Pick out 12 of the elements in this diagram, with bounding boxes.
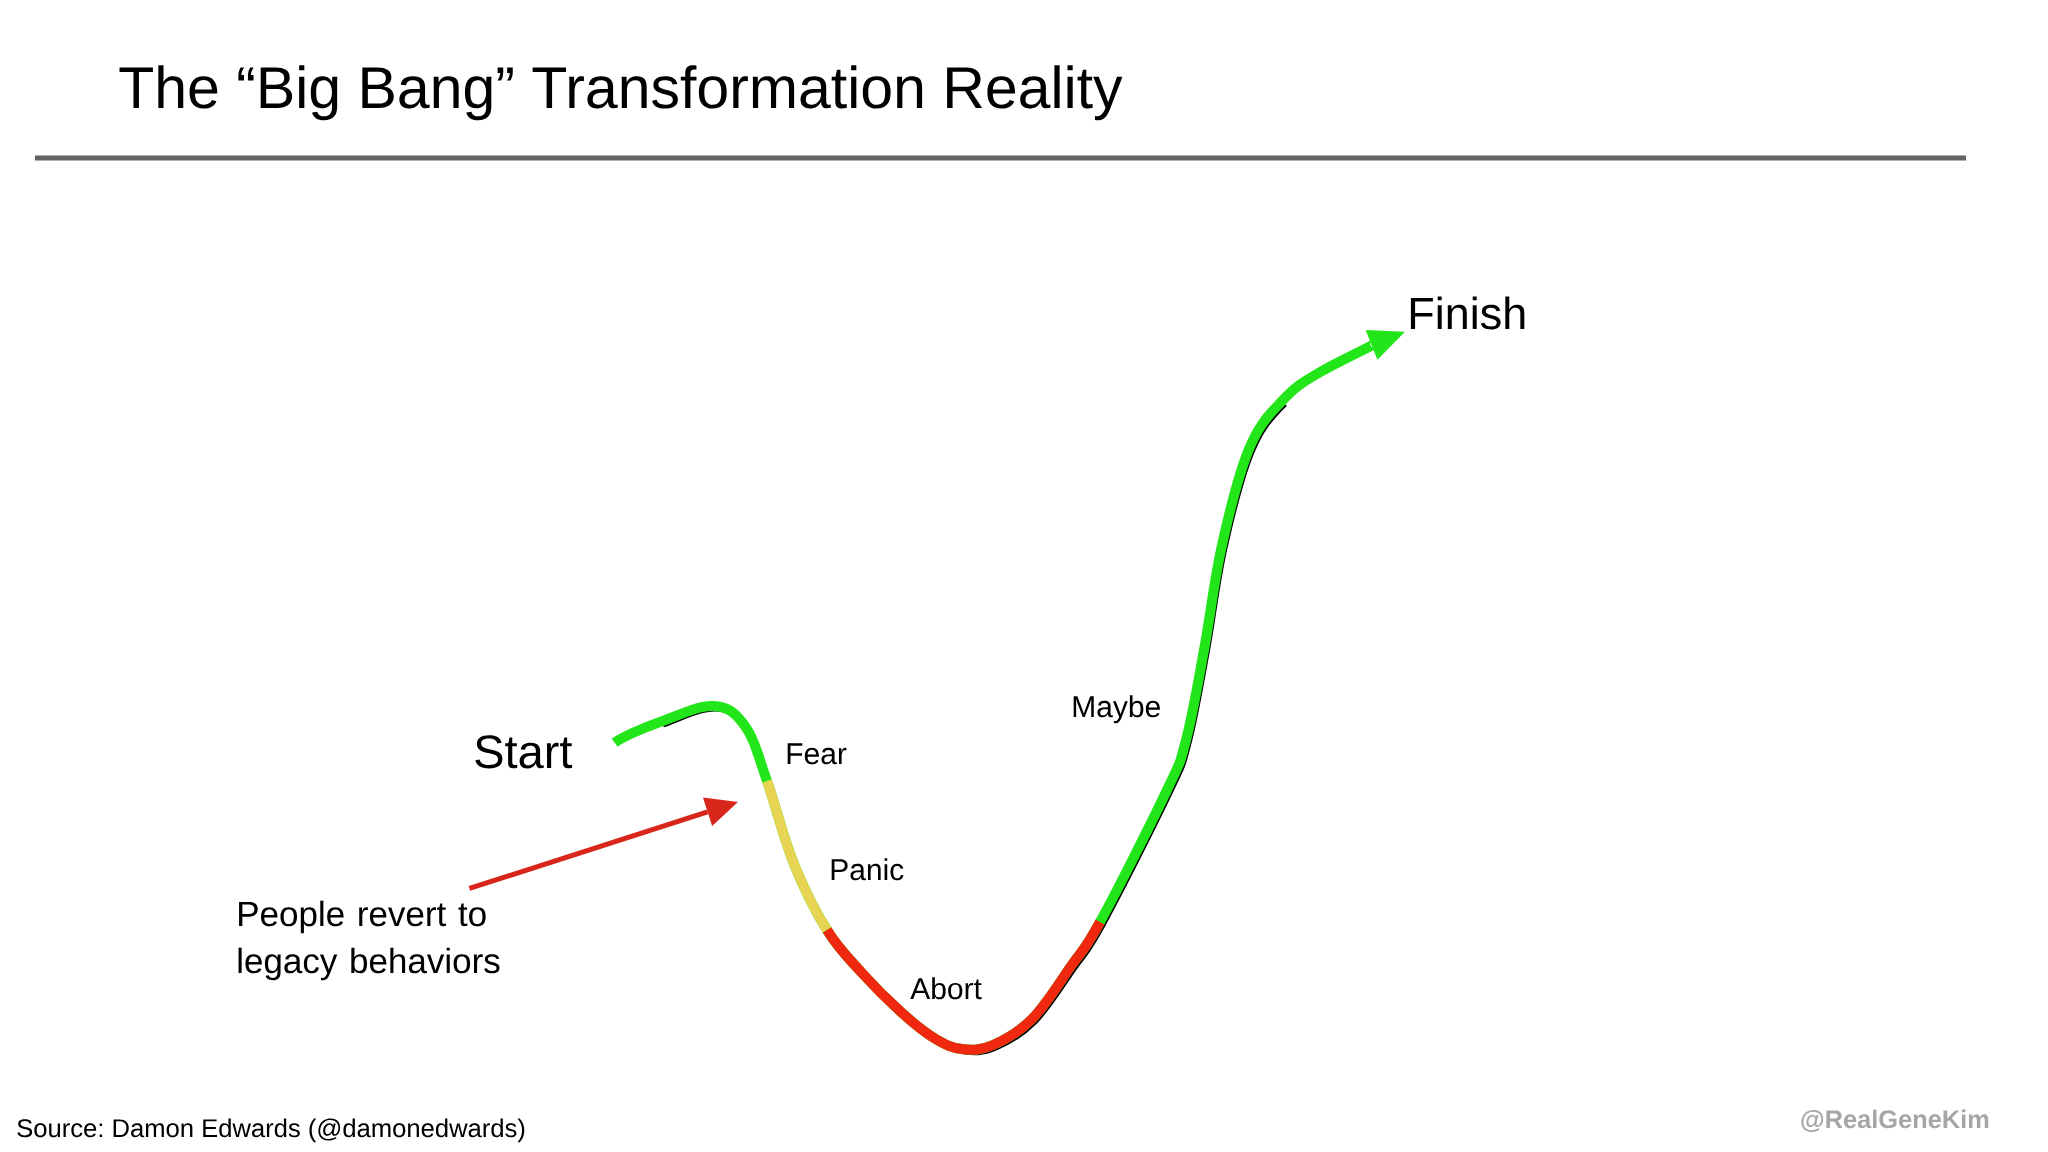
- phase-label: Fear: [787, 743, 847, 765]
- phase-label: Abort: [910, 977, 982, 1000]
- callout-text: People revert to legacy behaviors: [238, 900, 500, 981]
- slide-title: The “Big Bang” Transformation Reality: [119, 65, 1123, 121]
- arrow: [468, 797, 738, 891]
- finish-label: Finish: [1410, 296, 1525, 330]
- curve-arrow: [612, 330, 1405, 1055]
- phase-label: Maybe: [1073, 695, 1160, 724]
- author-handle: @RealGeneKim: [1801, 1109, 1989, 1133]
- start-label: Start: [475, 735, 573, 769]
- source-note: Source: Damon Edwards (@damonedwards): [17, 1118, 525, 1143]
- phase-label: Panic: [831, 858, 904, 881]
